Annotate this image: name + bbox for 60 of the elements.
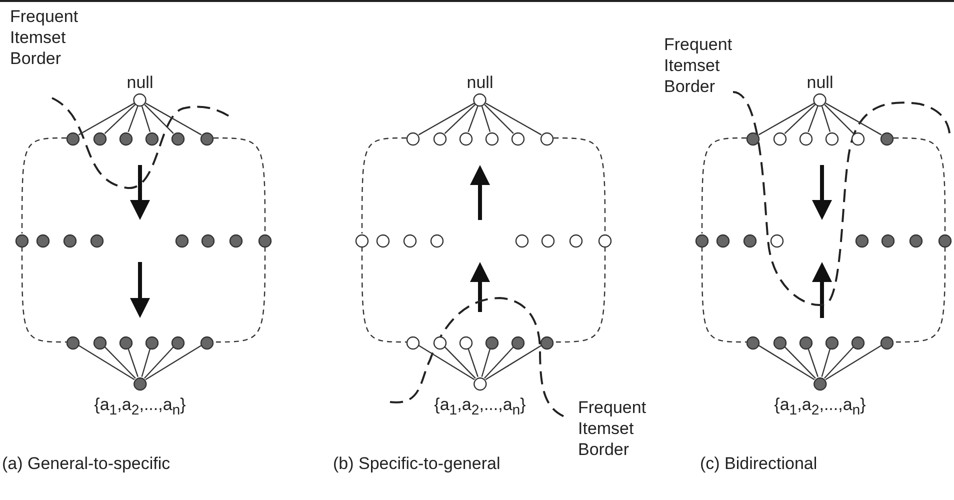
connector-line [144, 346, 174, 379]
node-label: null [466, 72, 494, 92]
connector-line [484, 104, 514, 134]
connector-line [824, 104, 854, 134]
connector-line [128, 348, 138, 378]
connector-line [485, 344, 542, 380]
connector-line [784, 346, 816, 379]
connector-line [78, 344, 135, 380]
connector-line [418, 102, 475, 136]
node-label: {a$_{1}$,a$_{2}$,...,a$_{n}$} [94, 394, 186, 420]
node-label: {a$_{1}$,a$_{2}$,...,a$_{n}$} [434, 394, 526, 420]
dashed-connector [214, 246, 266, 343]
connector-line [104, 104, 136, 134]
connector-line [758, 102, 815, 136]
connector-line [485, 102, 542, 136]
connector-line [128, 106, 138, 132]
dashed-connector [894, 246, 946, 343]
connector-line [825, 344, 882, 380]
connector-line [444, 346, 476, 379]
connector-line [141, 348, 151, 377]
connector-line [808, 106, 818, 132]
connector-line [484, 346, 514, 379]
dashed-connector [214, 137, 266, 234]
panel-caption: (a) General-to-specific [2, 453, 170, 474]
dashed-connector [361, 246, 406, 343]
connector-line [78, 102, 135, 136]
connector-line [444, 104, 476, 134]
connector-line [145, 102, 202, 136]
connector-line [104, 346, 136, 379]
dashed-connector [361, 137, 406, 234]
connector-line [481, 106, 491, 132]
border-label: Frequent Itemset Border [10, 6, 80, 69]
connector-line [808, 348, 818, 378]
connector-line [824, 346, 854, 379]
dashed-connector [894, 137, 946, 234]
connector-line [821, 348, 831, 377]
node-label: null [126, 72, 154, 92]
dashed-connector [554, 246, 606, 343]
connector-line [758, 344, 815, 380]
connector-line [468, 348, 478, 378]
border-label: Frequent Itemset Border [578, 397, 648, 460]
dashed-connector [21, 246, 66, 343]
connector-line [468, 106, 478, 132]
connector-line [418, 344, 475, 380]
connector-line [145, 344, 202, 380]
dashed-connector [701, 246, 746, 343]
dashed-connector [554, 137, 606, 234]
connector-line [141, 106, 151, 132]
connector-line [821, 106, 831, 132]
connector-line [825, 102, 882, 136]
connector-line [144, 104, 174, 134]
node-label: {a$_{1}$,a$_{2}$,...,a$_{n}$} [774, 394, 866, 420]
dashed-connector [21, 137, 66, 234]
panel-caption: (b) Specific-to-general [333, 453, 500, 474]
dashed-connector [701, 137, 746, 234]
node-label: null [806, 72, 834, 92]
panel-caption: (c) Bidirectional [700, 453, 818, 474]
connector-line [784, 104, 816, 134]
border-label: Frequent Itemset Border [664, 34, 734, 97]
connector-line [481, 348, 491, 377]
